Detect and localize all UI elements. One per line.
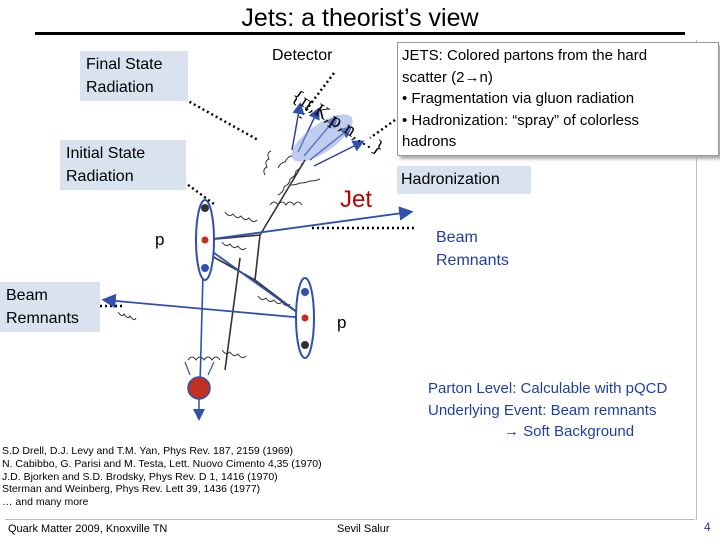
remnant-particle: [187, 376, 211, 400]
quark-dot: [301, 341, 309, 349]
jets-box-pointer: [369, 118, 396, 140]
beam-remnants-right-label: Beam Remnants: [430, 224, 534, 274]
hadron-spray: [291, 102, 365, 167]
parton-lines: [199, 159, 306, 386]
quark-dot: [301, 288, 309, 296]
label-line: Initial State: [66, 145, 146, 162]
beam-remnants-left-label: Beam Remnants: [0, 282, 100, 332]
reference-item: N. Cabibbo, G. Parisi and M. Testa, Lett…: [2, 457, 322, 470]
references-list: S.D Drell, D.J. Levy and T.M. Yan, Phys …: [2, 445, 322, 509]
jets-definition-box: JETS: Colored partons from the hard scat…: [397, 42, 719, 156]
quark-dot: [301, 314, 309, 322]
footer-author: Sevil Salur: [337, 523, 390, 535]
parton-text-line: Parton Level: Calculable with pQCD: [428, 380, 668, 397]
beam-lines: [101, 206, 414, 319]
quark-dot: [201, 264, 209, 272]
label-line: Beam: [436, 229, 478, 246]
title-underline: [35, 32, 685, 35]
initial-state-radiation-label: Initial State Radiation: [60, 140, 186, 190]
label-line: Remnants: [436, 252, 509, 269]
jets-box-line: hadrons: [402, 133, 457, 150]
label-line: Radiation: [66, 168, 134, 185]
final-state-radiation-label: Final State Radiation: [80, 51, 188, 101]
page-title: Jets: a theorist’s view: [241, 4, 479, 32]
parton-text-line: → Soft Background: [504, 423, 635, 440]
jets-box-line: • Fragmentation via gluon radiation: [402, 90, 635, 107]
parton-level-text: Parton Level: Calculable with pQCD Under…: [428, 378, 667, 443]
hadronization-label: Hadronization: [397, 166, 531, 194]
footer-divider: [5, 519, 695, 520]
jets-box-line: • Hadronization: “spray” of colorless: [402, 111, 640, 129]
reference-item: S.D Drell, D.J. Levy and T.M. Yan, Phys …: [2, 445, 294, 457]
jet-label: Jet: [340, 186, 373, 213]
quark-dot: [201, 236, 209, 244]
label-line: Remnants: [6, 310, 79, 327]
reference-item: J.D. Bjorken and S.D. Brodsky, Phys Rev.…: [2, 470, 278, 483]
label-line: Final State: [86, 56, 163, 73]
proton-left-label: p: [155, 230, 165, 249]
reference-item: … and many more: [2, 496, 89, 509]
jets-box-line: scatter (2→n): [402, 68, 493, 86]
label-line: Radiation: [86, 79, 154, 96]
page-number: 4: [704, 520, 711, 534]
slide-right-border: [696, 40, 697, 520]
parton-text-line: Underlying Event: Beam remnants: [428, 401, 657, 419]
reference-item: Sterman and Weinberg, Phys Rev. Lett 39,…: [2, 483, 261, 496]
label-line: Beam: [6, 287, 48, 304]
jets-box-line: JETS: Colored partons from the hard: [402, 47, 648, 64]
quark-dot: [201, 204, 209, 212]
detector-label: Detector: [272, 47, 333, 64]
footer-conference: Quark Matter 2009, Knoxville TN: [8, 523, 168, 535]
proton-right-label: p: [337, 313, 347, 332]
